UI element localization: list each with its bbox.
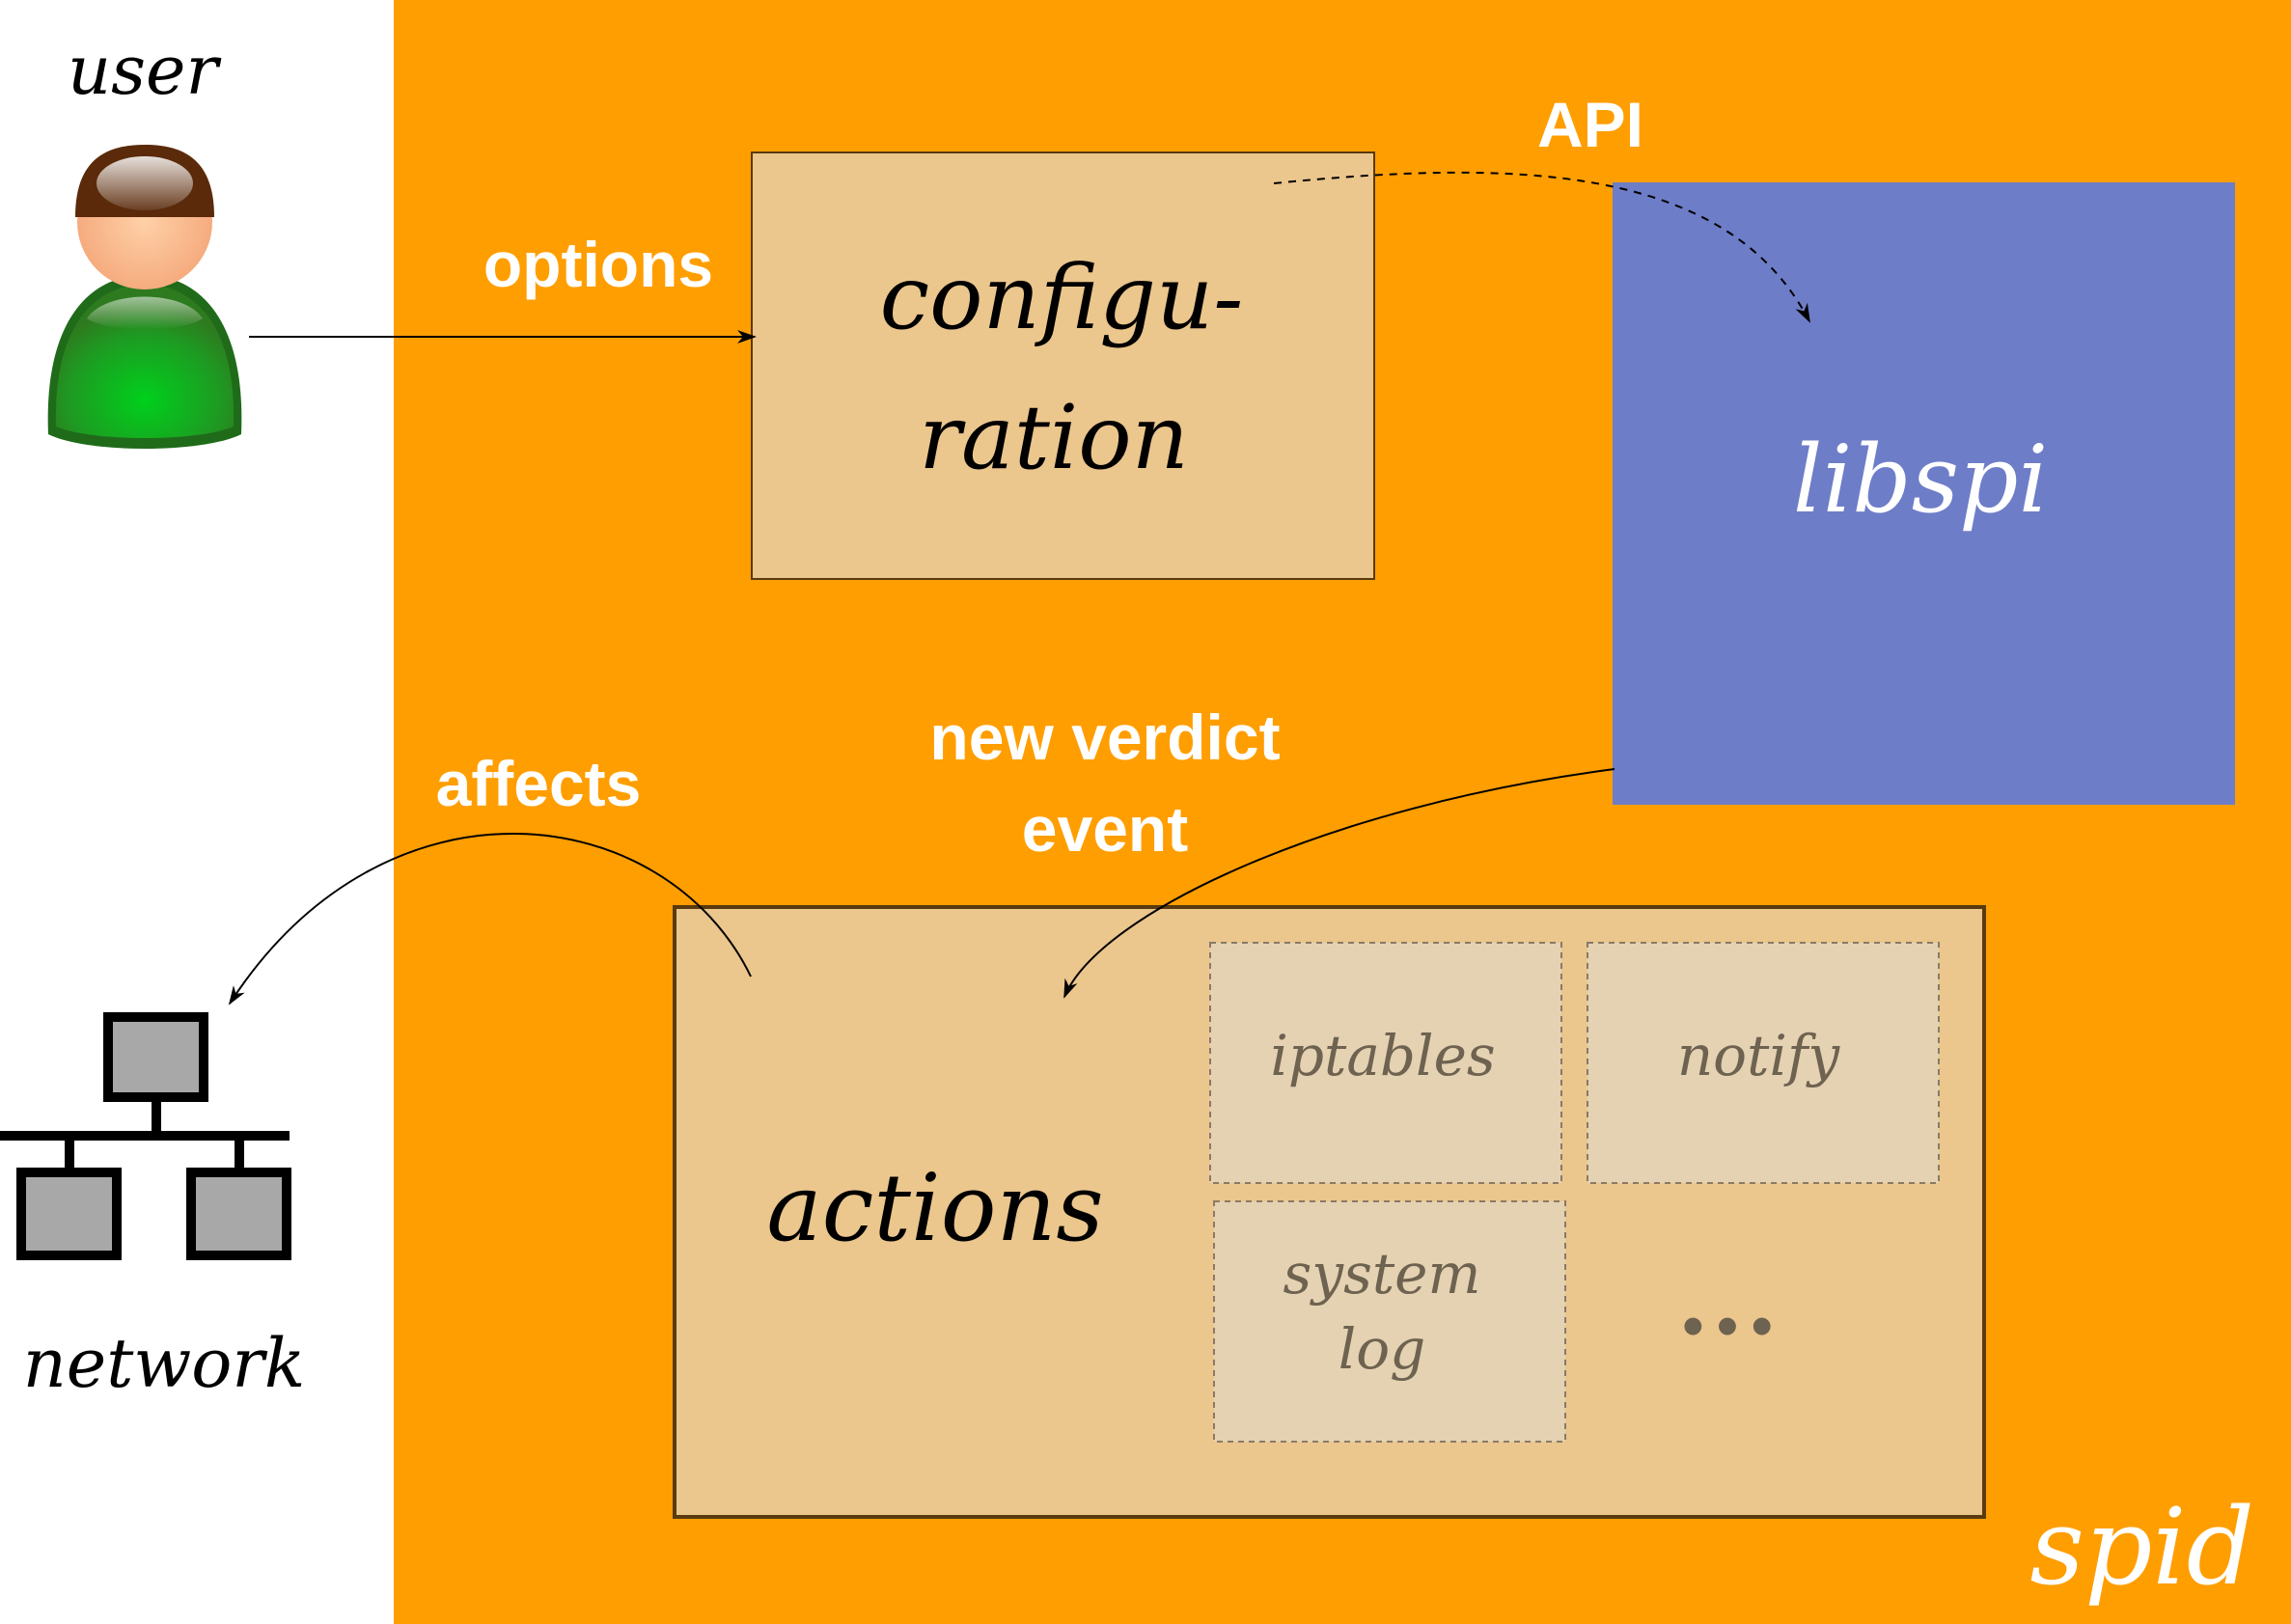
edge-api-label: API — [1537, 89, 1643, 160]
action-item-system-log-line1: system — [1284, 1241, 1481, 1307]
action-item-iptables-box — [1209, 942, 1562, 1184]
spid-label: spid — [2030, 1485, 2254, 1609]
network-label: network — [23, 1324, 306, 1403]
configuration-box — [751, 151, 1375, 580]
action-item-notify-label: notify — [1677, 1023, 1841, 1088]
edge-options-label: options — [483, 229, 713, 300]
libspi-box — [1613, 182, 2235, 805]
network-topology-icon — [0, 1012, 291, 1260]
edge-verdict-arrow — [1063, 768, 1615, 999]
edge-affects-label: affects — [436, 748, 642, 819]
configuration-label-line1: configu- — [880, 246, 1244, 349]
action-item-more-ellipsis: ••• — [1682, 1293, 1785, 1360]
edge-verdict-label-line1: new verdict — [929, 702, 1280, 773]
action-item-system-log-box — [1213, 1200, 1566, 1443]
edge-verdict-label-line2: event — [1022, 793, 1188, 865]
libspi-label: libspi — [1793, 426, 2048, 534]
edge-affects-arrow — [228, 833, 752, 1005]
action-item-iptables-label: iptables — [1270, 1023, 1495, 1088]
configuration-label-line2: ration — [919, 386, 1189, 489]
actions-label: actions — [766, 1154, 1103, 1262]
user-person-icon — [47, 145, 242, 449]
action-item-system-log-line2: log — [1339, 1316, 1426, 1382]
user-label: user — [68, 31, 221, 110]
action-item-notify-box — [1587, 942, 1940, 1184]
